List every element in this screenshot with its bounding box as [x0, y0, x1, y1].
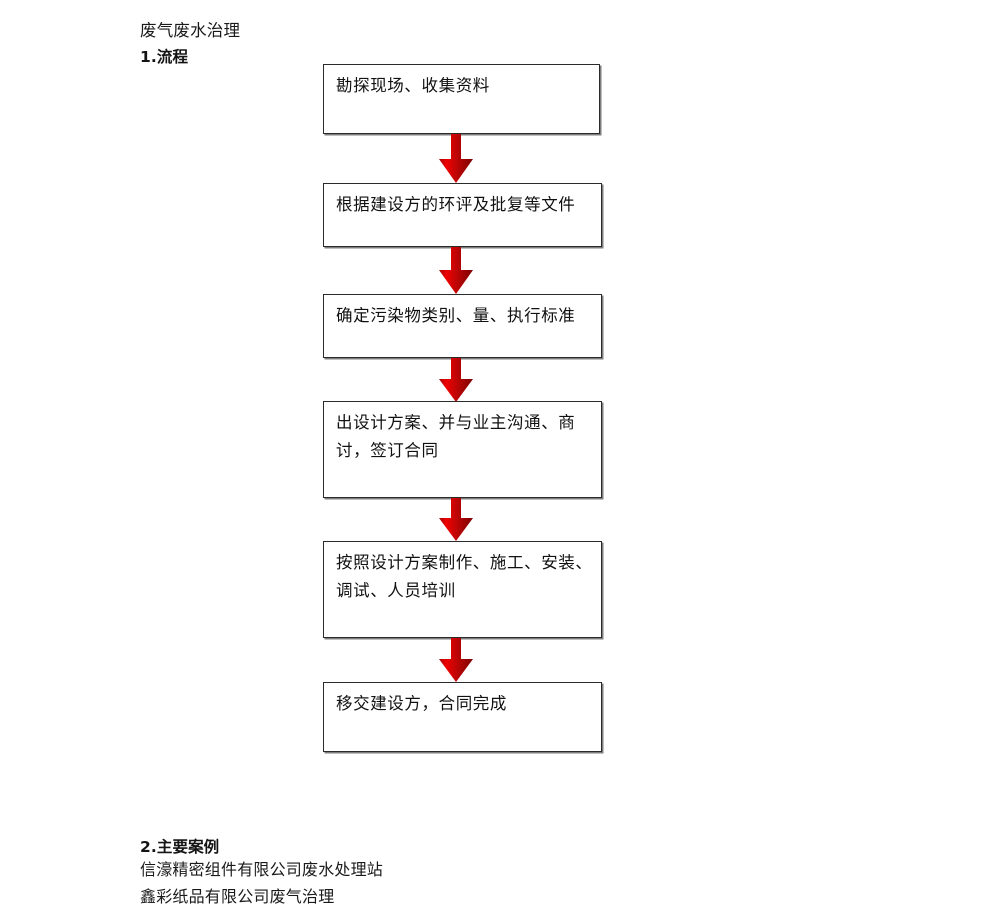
- flow-step-label-6: 移交建设方，合同完成: [336, 694, 507, 713]
- case-list-item-1: 信濠精密组件有限公司废水处理站: [140, 860, 384, 879]
- flow-step-label-1: 勘探现场、收集资料: [336, 76, 490, 95]
- flow-step-label-3: 确定污染物类别、量、执行标准: [336, 306, 576, 325]
- section-heading-cases: 2.主要案例: [140, 838, 220, 856]
- flow-step-box-5: 按照设计方案制作、施工、安装、调试、人员培训: [323, 541, 602, 638]
- flow-connector-arrow-5: [439, 638, 473, 682]
- flow-step-label-5: 按照设计方案制作、施工、安装、调试、人员培训: [336, 553, 593, 600]
- flow-connector-arrow-1: [439, 134, 473, 183]
- section-heading-flow: 1.流程: [140, 48, 189, 66]
- flow-connector-arrow-4: [439, 498, 473, 541]
- flow-step-box-2: 根据建设方的环评及批复等文件: [323, 183, 602, 247]
- page-title: 废气废水治理: [140, 21, 241, 40]
- flow-step-box-3: 确定污染物类别、量、执行标准: [323, 294, 602, 358]
- flow-step-box-1: 勘探现场、收集资料: [323, 64, 600, 134]
- flow-step-label-4: 出设计方案、并与业主沟通、商讨，签订合同: [336, 413, 576, 460]
- flow-connector-arrow-2: [439, 247, 473, 294]
- flow-connector-arrow-3: [439, 358, 473, 402]
- flow-step-box-6: 移交建设方，合同完成: [323, 682, 602, 752]
- flow-step-label-2: 根据建设方的环评及批复等文件: [336, 195, 576, 214]
- case-list-item-2: 鑫彩纸品有限公司废气治理: [140, 887, 335, 906]
- flow-step-box-4: 出设计方案、并与业主沟通、商讨，签订合同: [323, 401, 602, 498]
